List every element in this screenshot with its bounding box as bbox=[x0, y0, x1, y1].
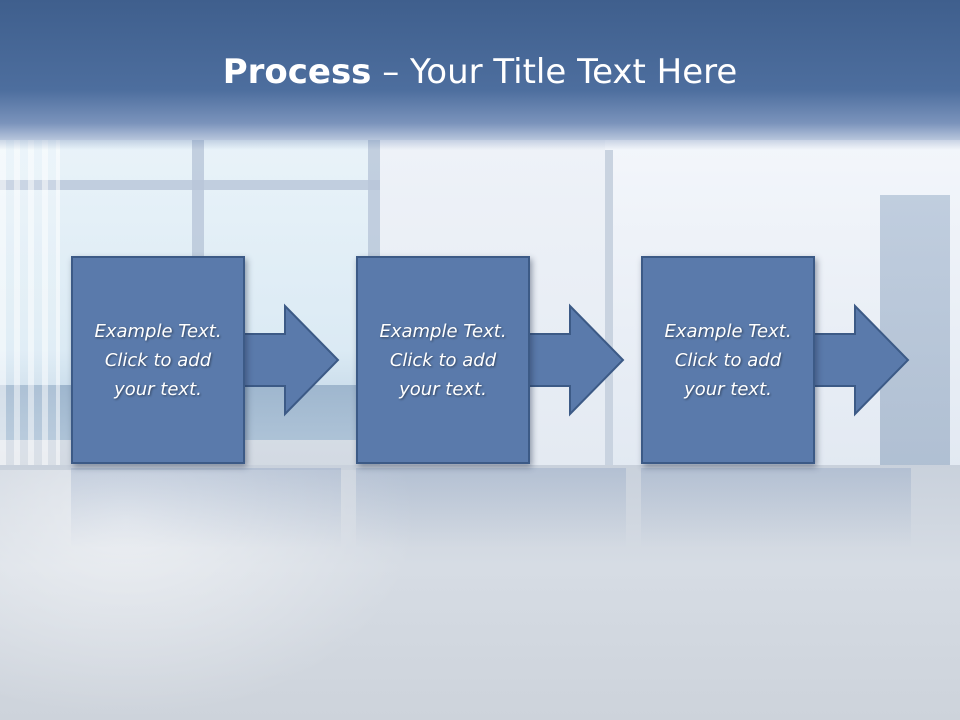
step-box[interactable]: Example Text. Click to add your text. bbox=[641, 256, 815, 464]
title-bar bbox=[0, 0, 960, 150]
step-box[interactable]: Example Text. Click to add your text. bbox=[356, 256, 530, 464]
floor-glow bbox=[0, 470, 420, 720]
right-arrow-icon bbox=[808, 303, 910, 417]
step-box[interactable]: Example Text. Click to add your text. bbox=[71, 256, 245, 464]
slide-title[interactable]: Process – Your Title Text Here bbox=[0, 52, 960, 92]
step-text: Example Text. Click to add your text. bbox=[664, 320, 792, 400]
title-rest: – Your Title Text Here bbox=[371, 52, 738, 92]
step-reflection bbox=[356, 468, 626, 548]
right-arrow-icon bbox=[523, 303, 625, 417]
window-transom bbox=[0, 180, 380, 190]
step-text: Example Text. Click to add your text. bbox=[94, 320, 222, 400]
step-reflection bbox=[71, 468, 341, 548]
door-frame bbox=[605, 150, 613, 470]
title-bold: Process bbox=[222, 52, 372, 92]
cabinet bbox=[880, 195, 950, 465]
right-arrow-icon bbox=[238, 303, 340, 417]
step-text: Example Text. Click to add your text. bbox=[379, 320, 507, 400]
step-reflection bbox=[641, 468, 911, 548]
